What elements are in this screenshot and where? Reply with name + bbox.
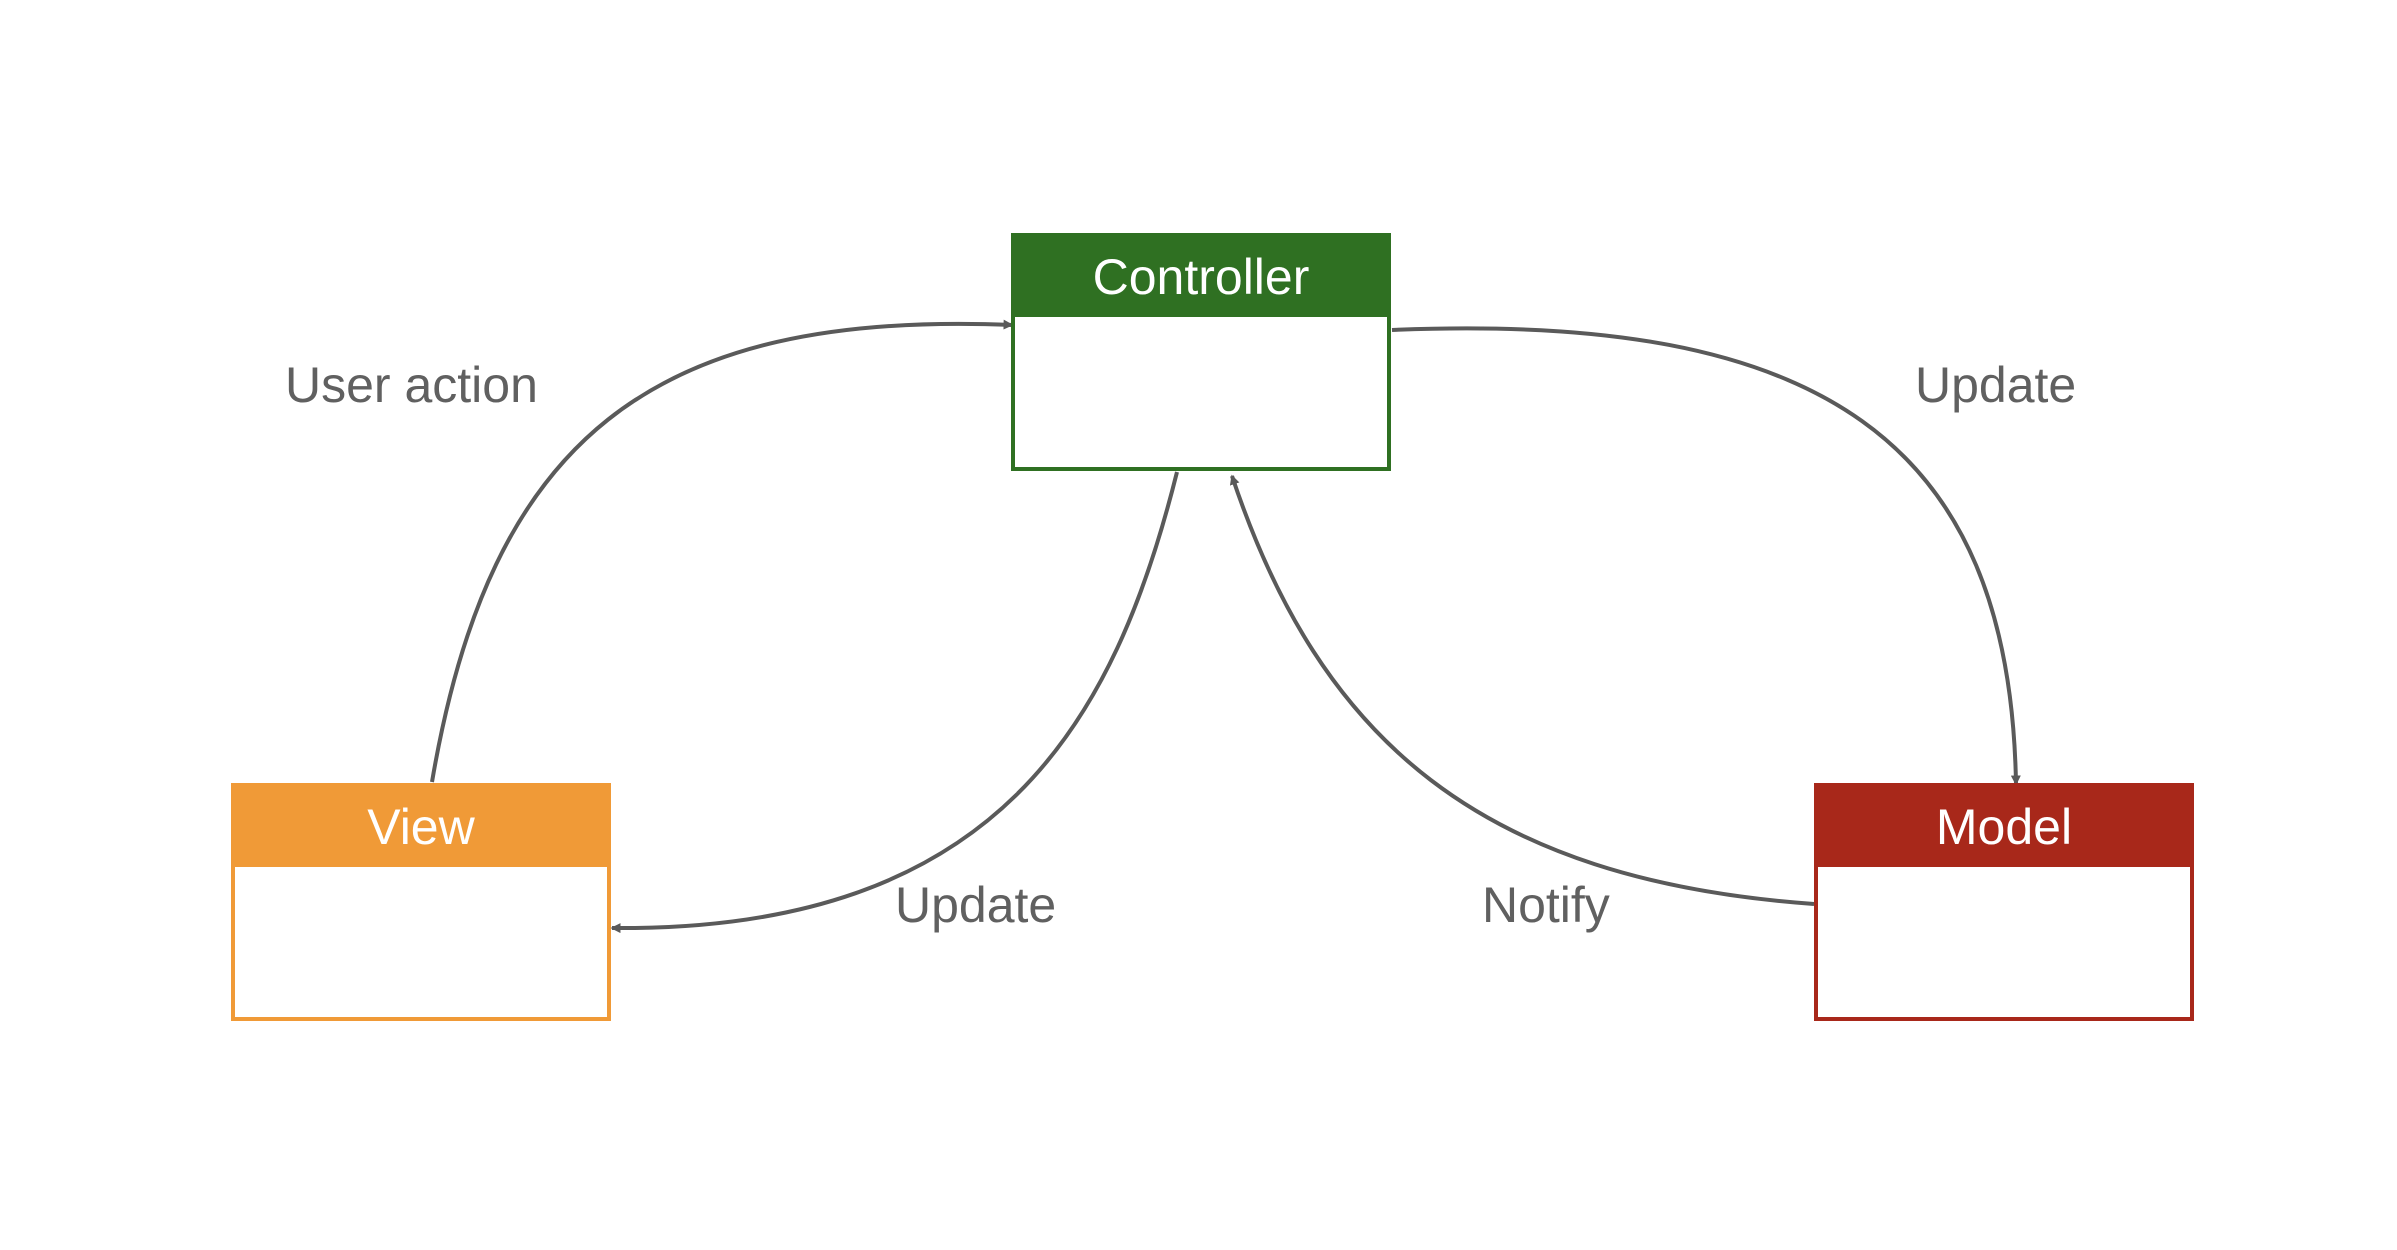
view-box: View (231, 783, 611, 1021)
arrow-model-to-controller (1229, 474, 1815, 906)
controller-box: Controller (1011, 233, 1391, 471)
view-title: View (367, 799, 475, 855)
label-update-model: Update (1915, 357, 2077, 413)
label-notify: Notify (1482, 877, 1610, 933)
view-header: View (235, 787, 607, 867)
controller-header: Controller (1015, 237, 1387, 317)
model-title: Model (1935, 799, 2073, 855)
arrow-view-to-controller (430, 319, 1014, 783)
label-user-action: User action (285, 357, 538, 413)
controller-title: Controller (1092, 249, 1310, 305)
model-header: Model (1818, 787, 2190, 867)
arrow-controller-to-model (1391, 326, 2021, 786)
model-box: Model (1814, 783, 2194, 1021)
label-update-view: Update (895, 877, 1057, 933)
arrow-controller-to-view (610, 471, 1179, 934)
